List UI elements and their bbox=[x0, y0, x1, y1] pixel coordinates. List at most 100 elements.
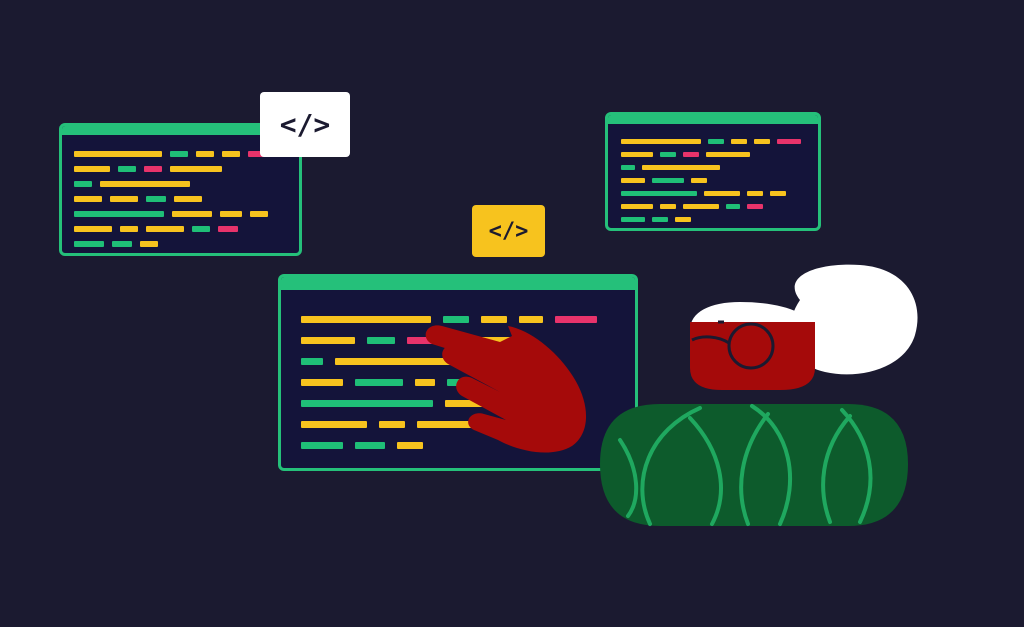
code-segment bbox=[74, 210, 164, 217]
code-segment bbox=[248, 150, 266, 157]
code-lines bbox=[621, 138, 808, 228]
code-segment bbox=[642, 164, 720, 170]
code-segment bbox=[74, 165, 110, 172]
code-segment bbox=[675, 216, 691, 222]
code-line bbox=[621, 203, 808, 209]
code-segment bbox=[74, 240, 104, 247]
code-line bbox=[74, 240, 276, 247]
code-segment bbox=[691, 177, 707, 183]
code-line bbox=[621, 177, 808, 183]
code-segment bbox=[443, 316, 469, 323]
code-segment bbox=[74, 225, 112, 232]
code-segment bbox=[196, 150, 214, 157]
code-line bbox=[74, 150, 276, 157]
code-line bbox=[301, 399, 609, 408]
code-segment bbox=[621, 151, 653, 157]
code-segment bbox=[397, 442, 423, 449]
code-segment bbox=[704, 190, 740, 196]
code-segment bbox=[660, 203, 676, 209]
code-segment bbox=[706, 151, 750, 157]
code-line bbox=[74, 165, 276, 172]
code-segment bbox=[144, 165, 162, 172]
code-segment bbox=[220, 210, 242, 217]
code-segment bbox=[170, 150, 188, 157]
code-segment bbox=[222, 150, 240, 157]
code-segment bbox=[218, 225, 238, 232]
code-line bbox=[621, 151, 808, 157]
code-segment bbox=[726, 203, 740, 209]
code-line bbox=[74, 180, 276, 187]
person-body bbox=[600, 404, 908, 526]
code-window-right bbox=[605, 112, 821, 231]
code-segment bbox=[683, 203, 719, 209]
code-segment bbox=[112, 240, 132, 247]
code-segment bbox=[74, 150, 162, 157]
code-segment bbox=[172, 210, 212, 217]
code-segment bbox=[100, 180, 190, 187]
code-segment bbox=[652, 216, 668, 222]
code-segment bbox=[118, 165, 136, 172]
code-segment bbox=[146, 195, 166, 202]
person-face bbox=[690, 322, 815, 390]
code-segment bbox=[621, 138, 701, 144]
code-segment bbox=[174, 195, 202, 202]
code-segment bbox=[445, 400, 499, 407]
code-segment bbox=[301, 421, 367, 428]
code-segment bbox=[747, 190, 763, 196]
code-segment bbox=[146, 225, 184, 232]
code-lines bbox=[74, 150, 276, 253]
code-window-right-titlebar bbox=[608, 115, 818, 124]
code-line bbox=[301, 441, 609, 450]
code-segment bbox=[621, 177, 645, 183]
code-segment bbox=[660, 151, 676, 157]
code-segment bbox=[481, 316, 507, 323]
code-segment bbox=[407, 337, 437, 344]
glasses-icon bbox=[691, 320, 775, 370]
code-segment bbox=[192, 225, 210, 232]
code-segment bbox=[417, 421, 477, 428]
code-segment bbox=[621, 190, 697, 196]
code-segment bbox=[301, 379, 343, 386]
code-segment bbox=[415, 379, 435, 386]
code-line bbox=[301, 315, 609, 324]
code-segment bbox=[335, 358, 485, 365]
code-segment bbox=[301, 337, 355, 344]
code-line bbox=[74, 210, 276, 217]
code-segment bbox=[754, 138, 770, 144]
code-segment bbox=[621, 203, 653, 209]
code-segment bbox=[379, 421, 405, 428]
code-segment bbox=[170, 165, 222, 172]
code-segment bbox=[301, 400, 433, 407]
code-segment bbox=[74, 180, 92, 187]
code-tag-icon: </> bbox=[260, 92, 350, 157]
code-segment bbox=[140, 240, 158, 247]
code-line bbox=[74, 225, 276, 232]
code-segment bbox=[367, 337, 395, 344]
code-segment bbox=[301, 358, 323, 365]
code-segment bbox=[777, 138, 801, 144]
code-segment bbox=[652, 177, 684, 183]
code-line bbox=[621, 138, 808, 144]
code-segment bbox=[708, 138, 724, 144]
code-tag-icon: </> bbox=[472, 205, 545, 257]
code-segment bbox=[355, 442, 385, 449]
code-segment bbox=[120, 225, 138, 232]
code-line bbox=[74, 195, 276, 202]
code-segment bbox=[731, 138, 747, 144]
code-window-left-titlebar bbox=[62, 126, 299, 135]
code-segment bbox=[110, 195, 138, 202]
code-segment bbox=[683, 151, 699, 157]
code-line bbox=[621, 190, 808, 196]
code-segment bbox=[301, 316, 431, 323]
code-line bbox=[621, 216, 808, 222]
code-segment bbox=[747, 203, 763, 209]
code-line bbox=[301, 357, 609, 366]
code-segment bbox=[74, 195, 102, 202]
code-line bbox=[621, 164, 808, 170]
code-segment bbox=[519, 316, 543, 323]
code-segment bbox=[301, 442, 343, 449]
code-segment bbox=[355, 379, 403, 386]
code-segment bbox=[621, 216, 645, 222]
